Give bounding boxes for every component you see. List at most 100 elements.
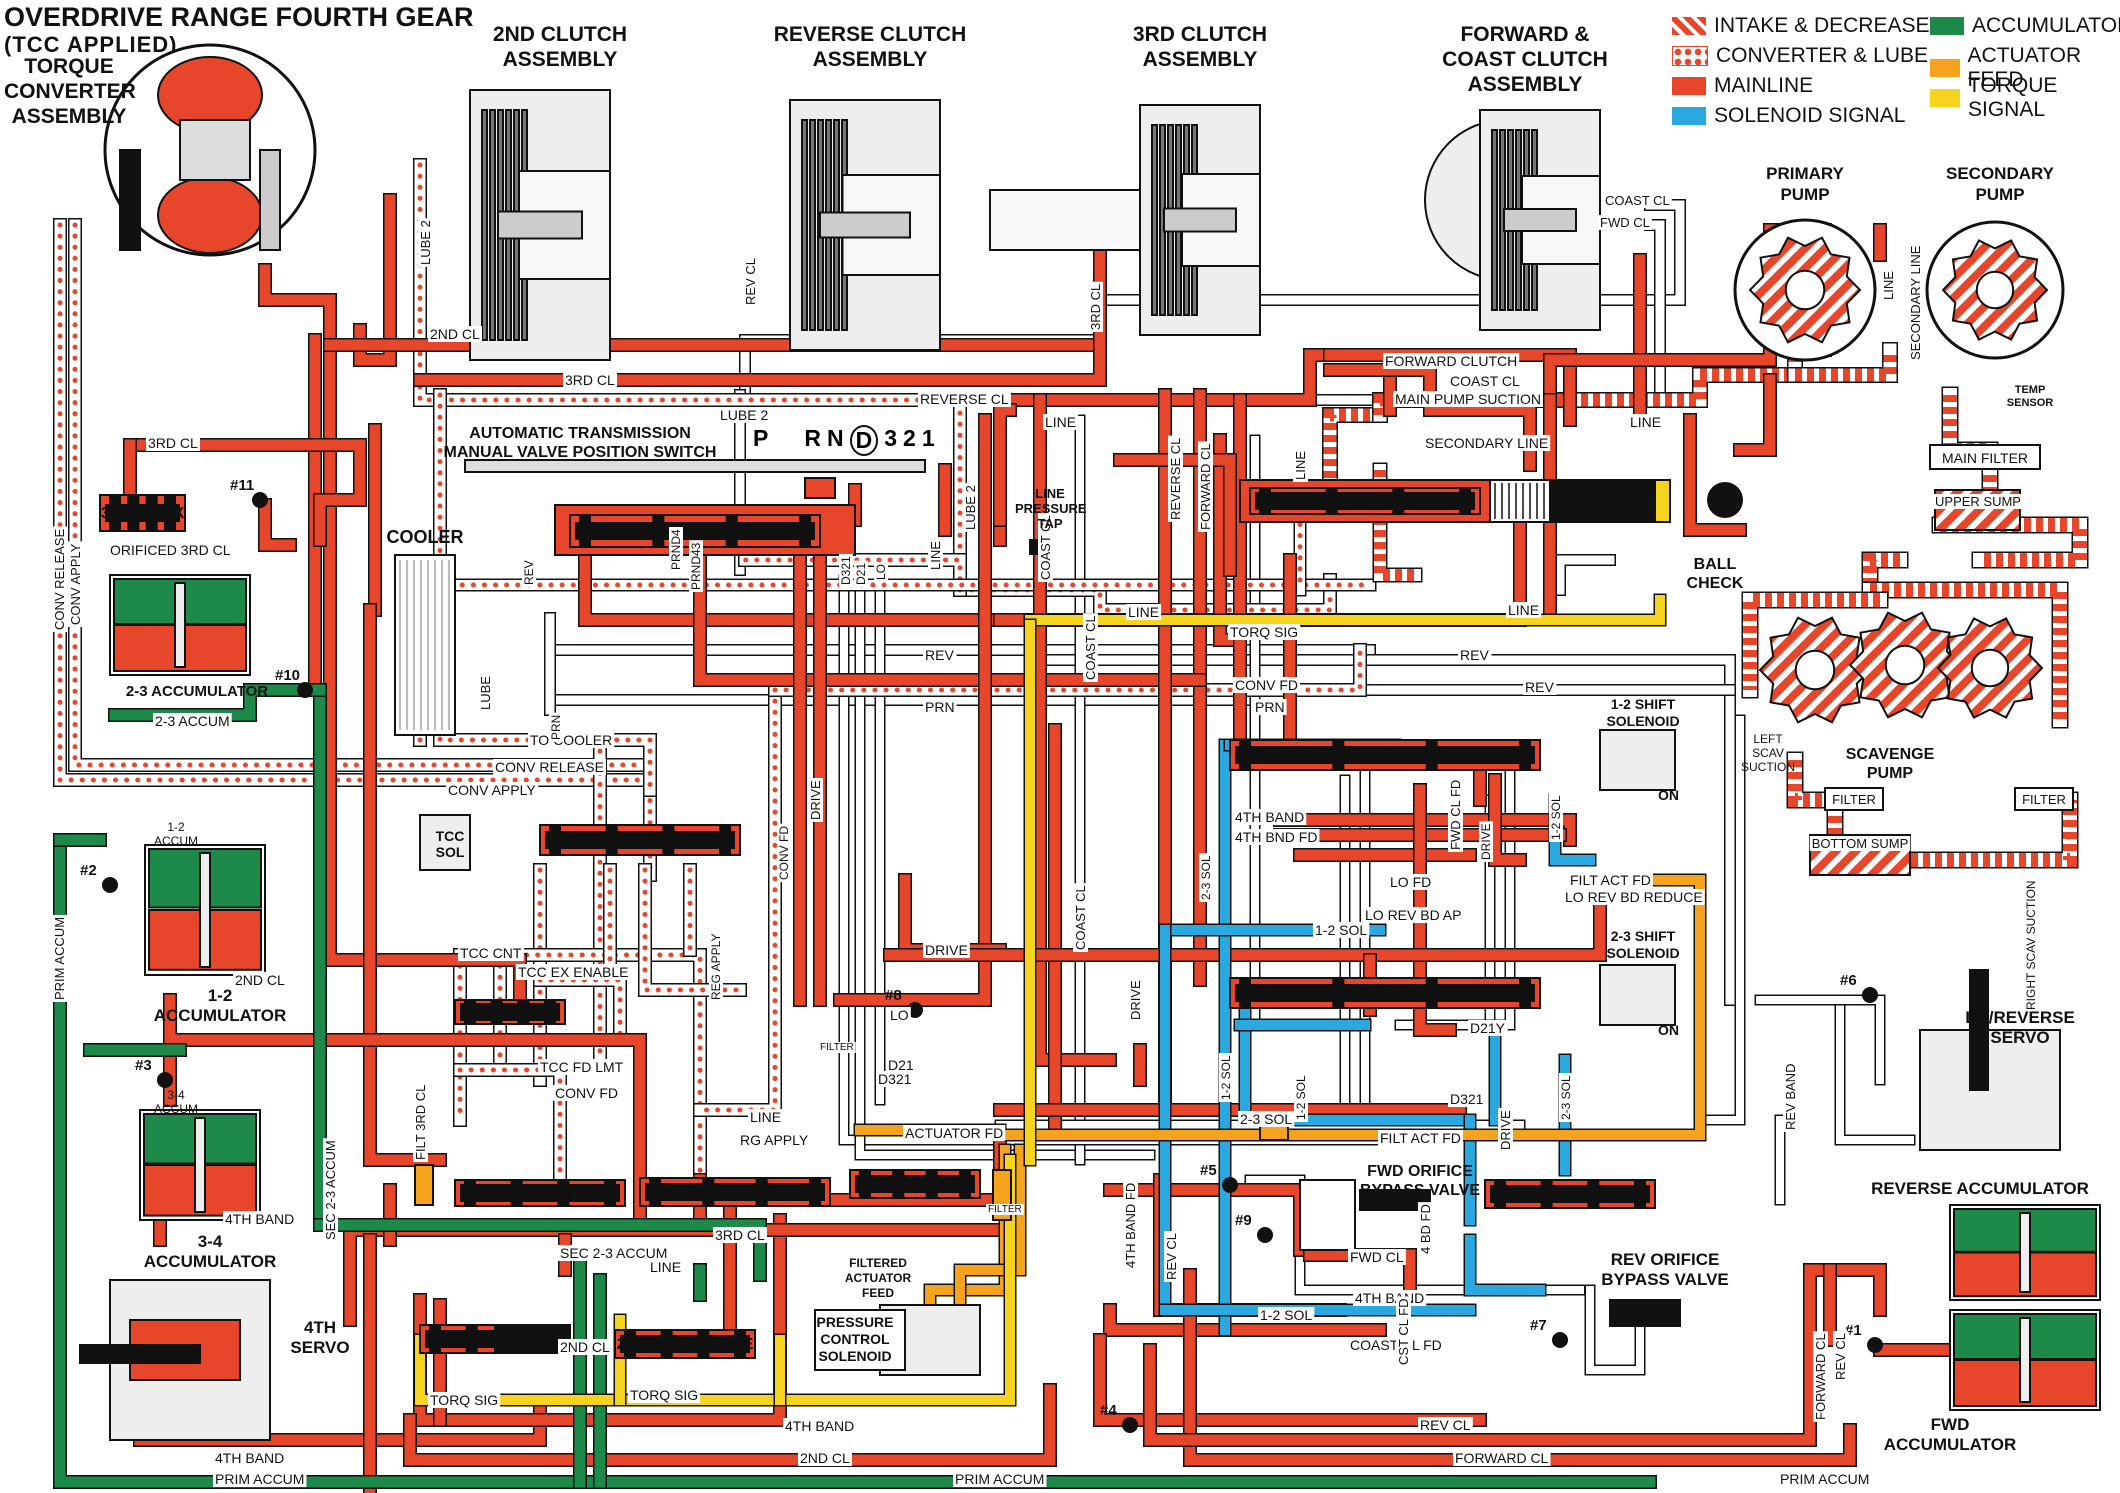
label-bg — [1833, 1331, 1848, 1382]
gear-position: N — [826, 425, 844, 451]
accum-23-valve-spool — [620, 1335, 750, 1353]
passage-label: LINE — [1881, 271, 1896, 300]
passage-red — [884, 894, 1606, 961]
label-bg — [1088, 281, 1103, 332]
accumulator-12-piston-rod — [199, 852, 211, 968]
pr-boost-valve — [1654, 479, 1671, 523]
label-bg — [986, 1204, 1024, 1215]
passage-label: TO COOLER — [530, 732, 612, 748]
label-bg — [876, 1071, 914, 1087]
lo-reverse-servo-rod — [1969, 969, 1989, 1091]
label-bg — [818, 1042, 856, 1053]
passage-label: 1-2 SOL — [1219, 1055, 1233, 1100]
label-bg — [428, 326, 483, 342]
label-bg — [1448, 777, 1463, 852]
label-bg — [1418, 1417, 1473, 1433]
checkball-number: #6 — [1840, 972, 1857, 989]
reverse-clutch-plate — [809, 119, 816, 331]
passage-red — [1104, 1184, 1306, 1256]
label-bg — [558, 1339, 613, 1355]
checkball-number: #4 — [1100, 1402, 1117, 1419]
label-bg — [1559, 1072, 1573, 1122]
passage-white — [856, 576, 1154, 1159]
pressure-regulator-valve-land — [1459, 489, 1471, 513]
passage-label: SEC 2-3 ACCUM — [323, 1140, 338, 1240]
label-bg — [522, 558, 536, 587]
passage-label: LINE — [928, 541, 943, 570]
passage-label: PRIM ACCUM — [955, 1471, 1044, 1487]
passage-label: D21Y — [1470, 1020, 1506, 1036]
label-bg — [553, 1085, 620, 1101]
passage-label: ORIFICED 3RD CL — [110, 542, 231, 558]
label-bg — [146, 435, 201, 451]
passage-label: 3RD CL — [148, 435, 198, 451]
second-clutch-plate — [481, 109, 488, 341]
passage-label: D321 — [839, 556, 853, 585]
legend-label: SOLENOID SIGNAL — [1714, 104, 1906, 127]
passage-label: COAST CL — [1038, 515, 1053, 580]
passage-label: 2-3 SOL — [1559, 1075, 1573, 1120]
passage-white — [1756, 996, 1884, 1084]
fwd-orifice-body — [1299, 1179, 1356, 1251]
label-bg — [1423, 435, 1551, 451]
passage-red — [1184, 1269, 1856, 1466]
passage-yellow — [1025, 595, 1665, 625]
label-bg — [777, 823, 791, 882]
cc-fd-limit-valve-label: CC FD LIMIT — [498, 1186, 583, 1202]
label-bg — [413, 1082, 428, 1162]
passage-label: DRIVE — [925, 942, 968, 958]
label-bg — [1123, 1180, 1138, 1270]
passage-label: FILTER — [820, 1042, 854, 1053]
diagram-title: OVERDRIVE RANGE FOURTH GEAR — [4, 2, 474, 32]
accum-23-valve-land — [734, 1331, 746, 1357]
label-bg — [1383, 353, 1520, 369]
secondary-pump-gear — [1941, 239, 2049, 341]
legend-item: TORQUE SIGNAL — [1930, 74, 2120, 122]
passage-label: 4TH BAND FD — [1123, 1183, 1138, 1268]
manual-switch-bar — [464, 459, 926, 473]
passage-label: RIGHT SCAV SUCTION — [2024, 880, 2038, 1010]
conv-cl-control-valve-spool — [545, 831, 735, 849]
main-filter-box — [1929, 444, 2041, 470]
passage-label: CONV RELEASE — [52, 529, 67, 630]
manual-valve-land — [579, 516, 591, 546]
passage-label: FILT ACT FD — [1570, 872, 1651, 888]
shift34-valve-land — [1540, 1181, 1553, 1207]
shift34-valve-land — [1587, 1181, 1600, 1207]
passage-intake-stripes — [1863, 553, 1900, 590]
conv-cl-reg-valve-land — [649, 1179, 661, 1205]
rev-orifice-spool — [1609, 1299, 1681, 1327]
pressure-regulator-valve-land — [1392, 489, 1405, 513]
conv-cl-reg-valve-spool — [645, 1183, 825, 1201]
passage-label: TORQ SIG — [430, 1392, 498, 1408]
passage-label: 3RD CL — [715, 1227, 765, 1243]
passage-blue — [1240, 995, 1475, 1125]
passage-label: FILTER — [2022, 792, 2066, 807]
legend-label: INTAKE & DECREASE — [1714, 14, 1930, 37]
passage-label: DRIVE — [1498, 1110, 1513, 1150]
legend-item: SOLENOID SIGNAL — [1672, 104, 1905, 128]
passage-label: CONV FD — [555, 1085, 618, 1101]
passage-red — [404, 1384, 1056, 1466]
label-bg — [648, 1259, 684, 1275]
label-bg — [839, 553, 853, 587]
passage-intake-stripes — [1323, 408, 1380, 490]
label-bg — [1043, 414, 1079, 430]
conv-cl-reg-valve-land — [809, 1179, 821, 1205]
cc-fd-limit-valve-spool — [460, 1184, 620, 1202]
third-clutch-spline — [1163, 207, 1237, 233]
gear-position: D — [849, 425, 879, 456]
scavenge-gear-right — [1936, 617, 2044, 719]
passage-label: UPPER SUMP — [1935, 494, 2021, 509]
passage-label: LINE — [1128, 604, 1159, 620]
shift34-valve-spool — [1490, 1185, 1650, 1203]
label-bg — [1363, 907, 1464, 923]
passage-lube-dots — [57, 222, 653, 878]
